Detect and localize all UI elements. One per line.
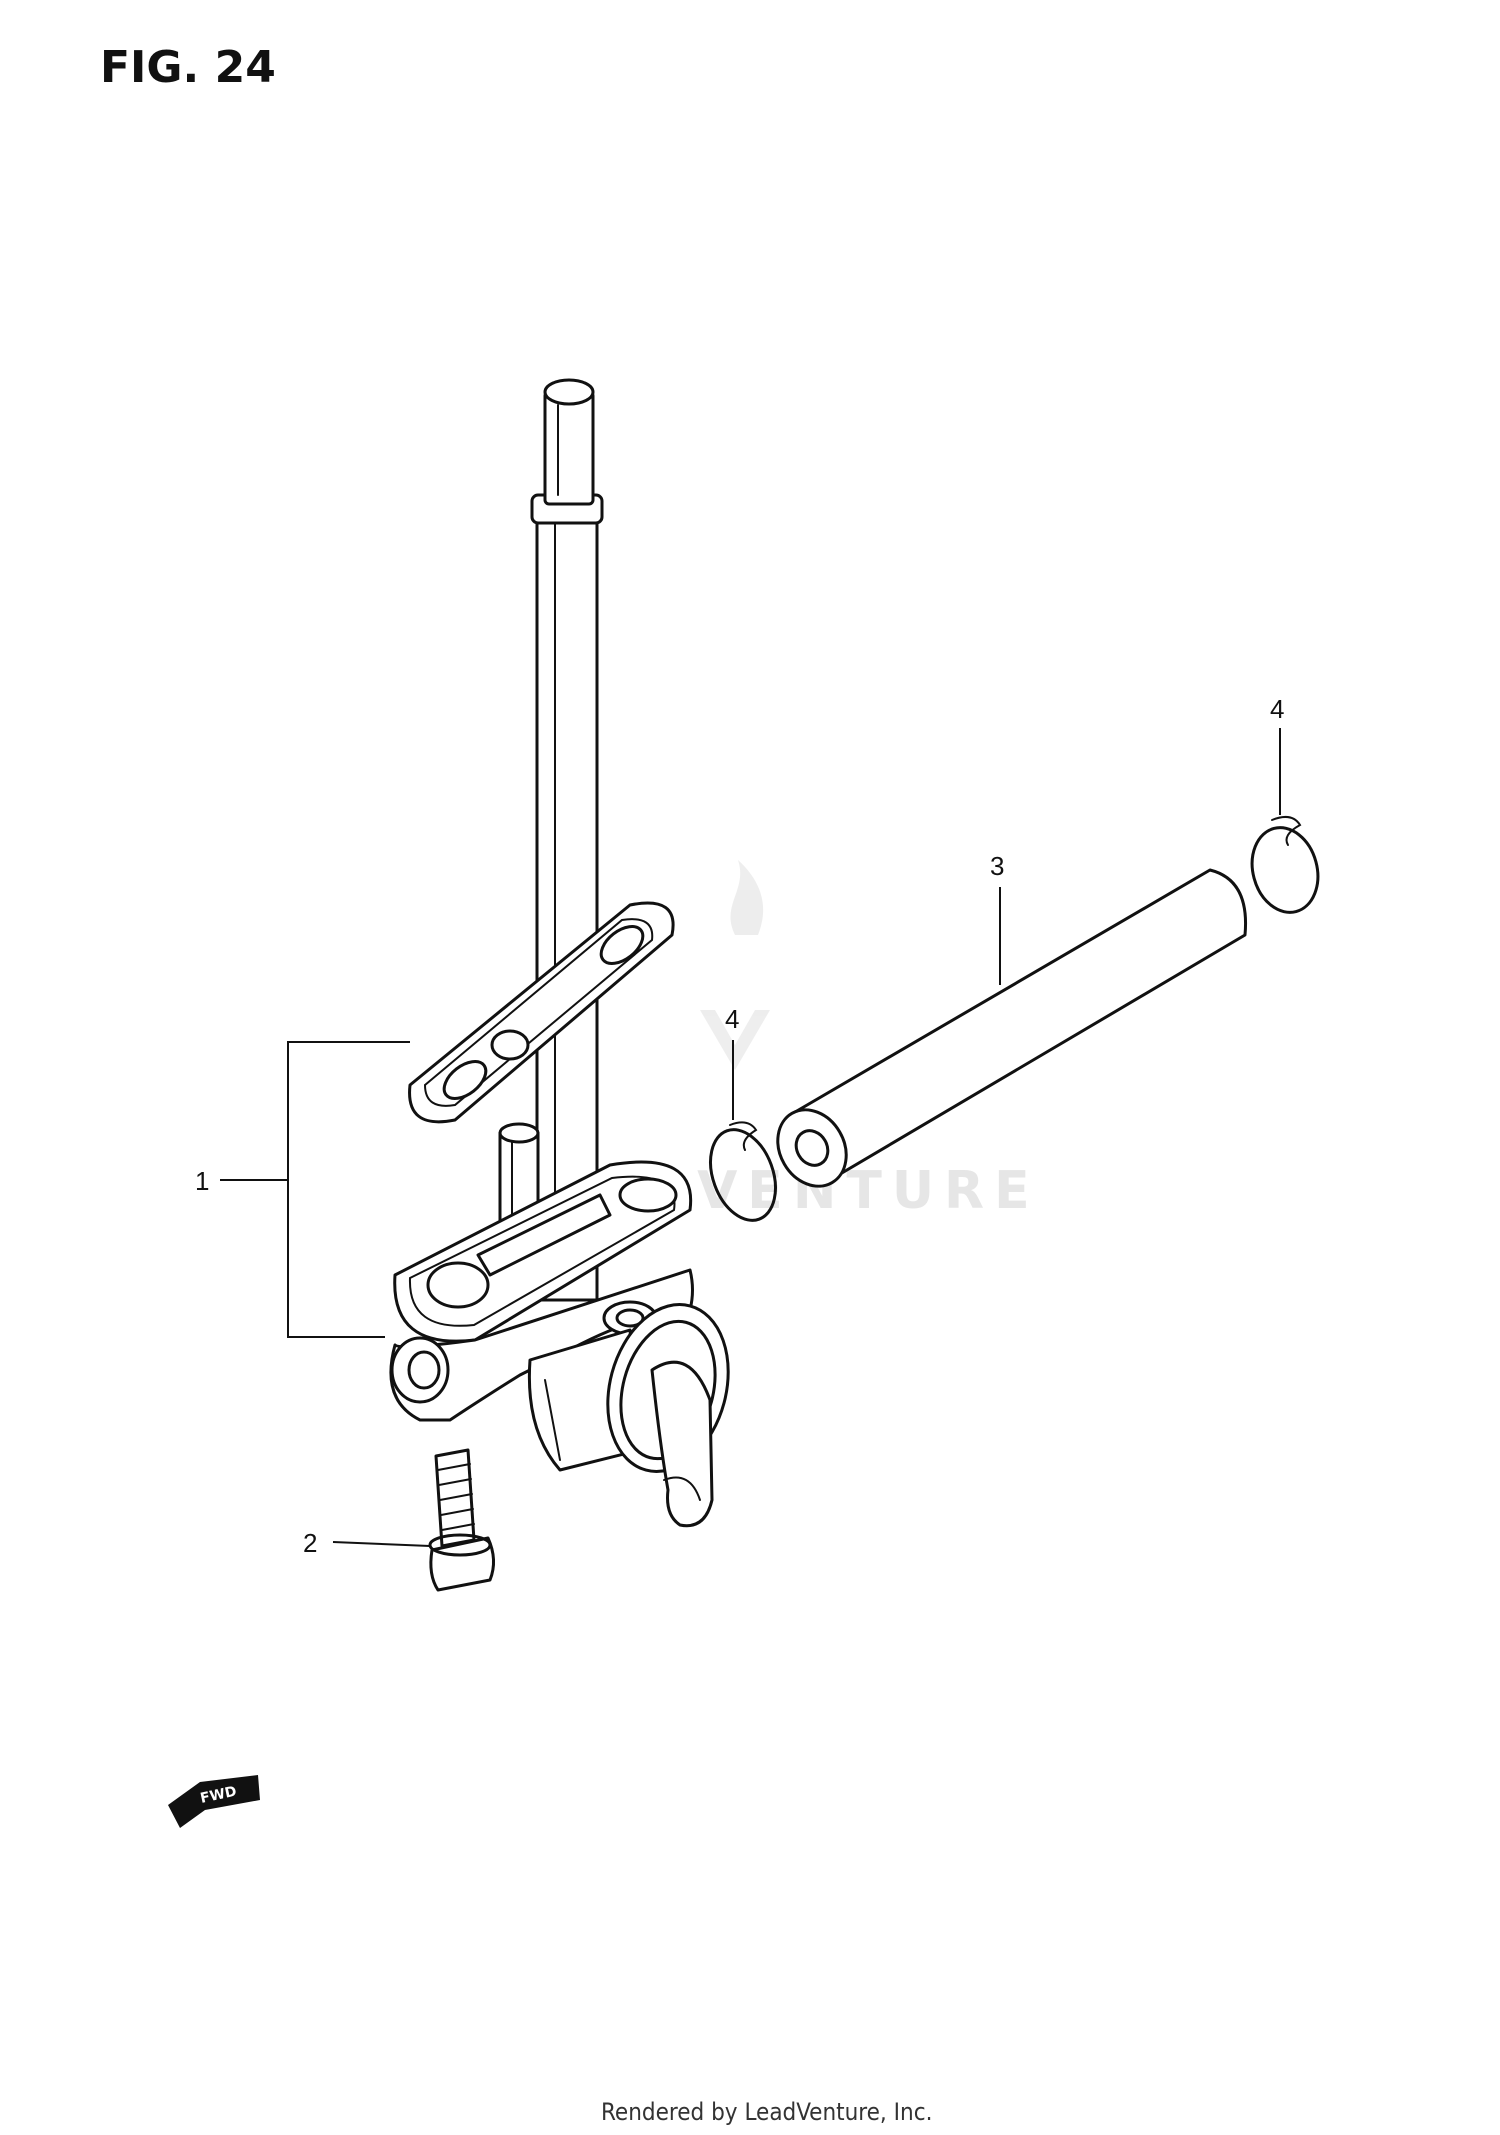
fuel-cock-flange: [393, 1160, 693, 1343]
part-fuel-cock[interactable]: [389, 378, 746, 1528]
fwd-arrow-icon: [168, 1775, 260, 1828]
part-clamp-lower[interactable]: [699, 1121, 788, 1230]
fwd-label: FWD: [199, 1784, 238, 1807]
watermark-flame-icon: [730, 860, 764, 935]
part-clamp-upper[interactable]: [1243, 815, 1327, 920]
callout-2: 2: [303, 1528, 431, 1558]
part-screw[interactable]: [428, 1448, 495, 1592]
callout-label-4a: 4: [725, 1004, 739, 1034]
fwd-badge: FWD: [168, 1775, 260, 1828]
fuel-cock-gasket: [408, 901, 675, 1124]
fuel-cock-upper-pipe: [530, 378, 604, 1302]
callout-label-3: 3: [990, 851, 1004, 881]
figure-title: FIG. 24: [100, 42, 276, 93]
watermark-v-icon: [700, 1010, 770, 1070]
fuel-cock-body: [389, 1268, 694, 1472]
part-fuel-hose[interactable]: [764, 868, 1248, 1199]
footer-credit: Rendered by LeadVenture, Inc.: [601, 2098, 932, 2126]
callout-label-1: 1: [195, 1166, 209, 1196]
callout-label-4b: 4: [1270, 694, 1284, 724]
callout-4-upper: 4: [1270, 694, 1284, 815]
callout-3: 3: [990, 851, 1004, 985]
callout-4-lower: 4: [725, 1004, 739, 1120]
callout-1: 1: [195, 1041, 410, 1338]
fuel-cock-lever: [606, 1303, 730, 1528]
callout-label-2: 2: [303, 1528, 317, 1558]
